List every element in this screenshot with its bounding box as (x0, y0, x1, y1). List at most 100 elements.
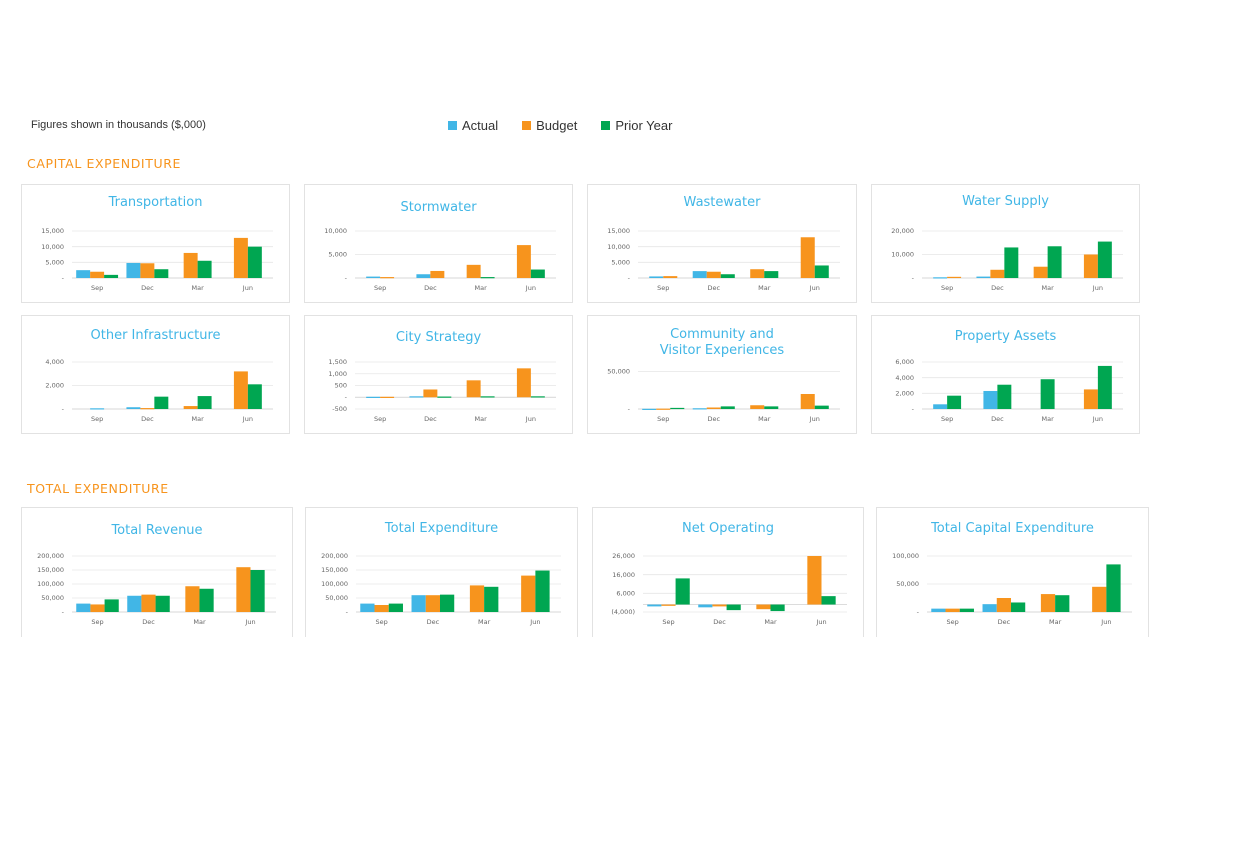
bar-actual-sep (647, 604, 662, 607)
y-tick-label: 100,000 (892, 552, 919, 560)
x-tick-label: Mar (191, 284, 204, 292)
bar-prior-year-dec (1004, 247, 1019, 278)
chart-title-water-supply: Water Supply (962, 194, 1049, 209)
legend-actual: Actual (448, 118, 498, 133)
bar-actual-dec (416, 274, 431, 278)
bar-budget-dec (706, 407, 721, 409)
bar-budget-mar (756, 604, 771, 610)
bar-actual-sep (360, 603, 375, 612)
x-tick-label: Jun (525, 284, 536, 292)
bar-actual-sep (649, 276, 664, 278)
x-tick-label: Sep (941, 415, 953, 423)
y-tick-label: 5,000 (611, 259, 630, 267)
bar-budget-dec (996, 598, 1011, 612)
bar-budget-dec (706, 271, 721, 278)
bar-budget-mar (750, 405, 765, 409)
x-tick-label: Sep (91, 618, 103, 626)
x-tick-label: Sep (657, 284, 669, 292)
y-tick-label: (4,000) (611, 608, 635, 616)
bar-prior-year-sep (670, 407, 685, 410)
bar-prior-year-jun (247, 246, 262, 278)
bar-prior-year-mar (480, 277, 495, 279)
x-tick-label: Sep (374, 284, 386, 292)
bar-budget-sep (90, 271, 105, 278)
chart-title-total-capital: Total Capital Expenditure (931, 521, 1094, 536)
x-tick-label: Jun (244, 618, 255, 626)
bar-actual-dec (698, 604, 713, 608)
legend-budget: Budget (522, 118, 577, 133)
bar-prior-year-mar (764, 271, 779, 278)
y-tick-label: - (345, 393, 348, 401)
y-tick-label: - (346, 608, 349, 616)
y-tick-label: - (917, 608, 920, 616)
y-tick-label: 6,000 (616, 590, 635, 598)
y-tick-label: 20,000 (891, 227, 914, 235)
bar-actual-sep (366, 276, 381, 278)
x-tick-label: Dec (991, 284, 1004, 292)
x-tick-label: Mar (191, 415, 204, 423)
y-tick-label: - (912, 405, 915, 413)
y-tick-label: 100,000 (321, 580, 348, 588)
x-tick-label: Dec (142, 618, 155, 626)
x-tick-label: Sep (91, 284, 103, 292)
bar-prior-year-mar (484, 586, 499, 612)
x-tick-label: Jun (1100, 618, 1111, 626)
y-tick-label: 1,500 (328, 358, 347, 366)
y-tick-label: 150,000 (321, 566, 348, 574)
bar-prior-year-jun (535, 570, 550, 612)
bar-budget-sep (656, 408, 671, 410)
bar-prior-year-mar (1047, 246, 1062, 278)
bar-prior-year-sep (388, 603, 403, 612)
x-tick-label: Sep (946, 618, 958, 626)
bar-actual-sep (76, 603, 91, 612)
bar-actual-sep (642, 408, 657, 410)
bar-budget-dec (140, 408, 155, 410)
x-tick-label: Mar (193, 618, 206, 626)
bar-budget-jun (233, 371, 248, 409)
x-tick-label: Mar (1041, 284, 1054, 292)
legend-label-actual: Actual (462, 118, 499, 133)
y-tick-label: 4,000 (45, 358, 64, 366)
x-tick-label: Mar (474, 284, 487, 292)
y-tick-label: 50,000 (41, 594, 64, 602)
y-tick-label: -500 (332, 405, 347, 413)
x-tick-label: Dec (424, 415, 437, 423)
bar-budget-sep (90, 604, 105, 612)
x-tick-label: Jun (525, 415, 536, 423)
y-tick-label: 4,000 (895, 374, 914, 382)
bar-budget-mar (183, 406, 198, 409)
legend-swatch-actual (448, 121, 457, 130)
bar-prior-year-dec (154, 269, 169, 278)
y-tick-label: 2,000 (45, 382, 64, 390)
bar-budget-mar (750, 269, 765, 278)
legend-label-budget: Budget (536, 118, 578, 133)
bar-budget-mar (1040, 594, 1056, 612)
x-tick-label: Dec (707, 284, 720, 292)
bar-prior-year-dec (154, 396, 169, 409)
y-tick-label: - (62, 608, 65, 616)
bar-prior-year-dec (1010, 602, 1026, 612)
y-tick-label: 10,000 (324, 227, 347, 235)
x-tick-label: Dec (424, 284, 437, 292)
y-tick-label: 50,000 (607, 368, 630, 376)
y-tick-label: - (345, 274, 348, 282)
y-tick-label: - (628, 274, 631, 282)
bar-budget-dec (430, 270, 445, 278)
x-tick-label: Jun (1092, 284, 1103, 292)
x-tick-label: Mar (478, 618, 491, 626)
x-tick-label: Mar (474, 415, 487, 423)
x-tick-label: Dec (141, 284, 154, 292)
chart-title-other-infrastructure: Other Infrastructure (90, 328, 221, 343)
bar-prior-year-sep (675, 578, 690, 605)
x-tick-label: Dec (991, 415, 1004, 423)
bar-prior-year-jun (1097, 365, 1112, 409)
x-tick-label: Dec (707, 415, 720, 423)
bar-prior-year-dec (439, 594, 455, 612)
